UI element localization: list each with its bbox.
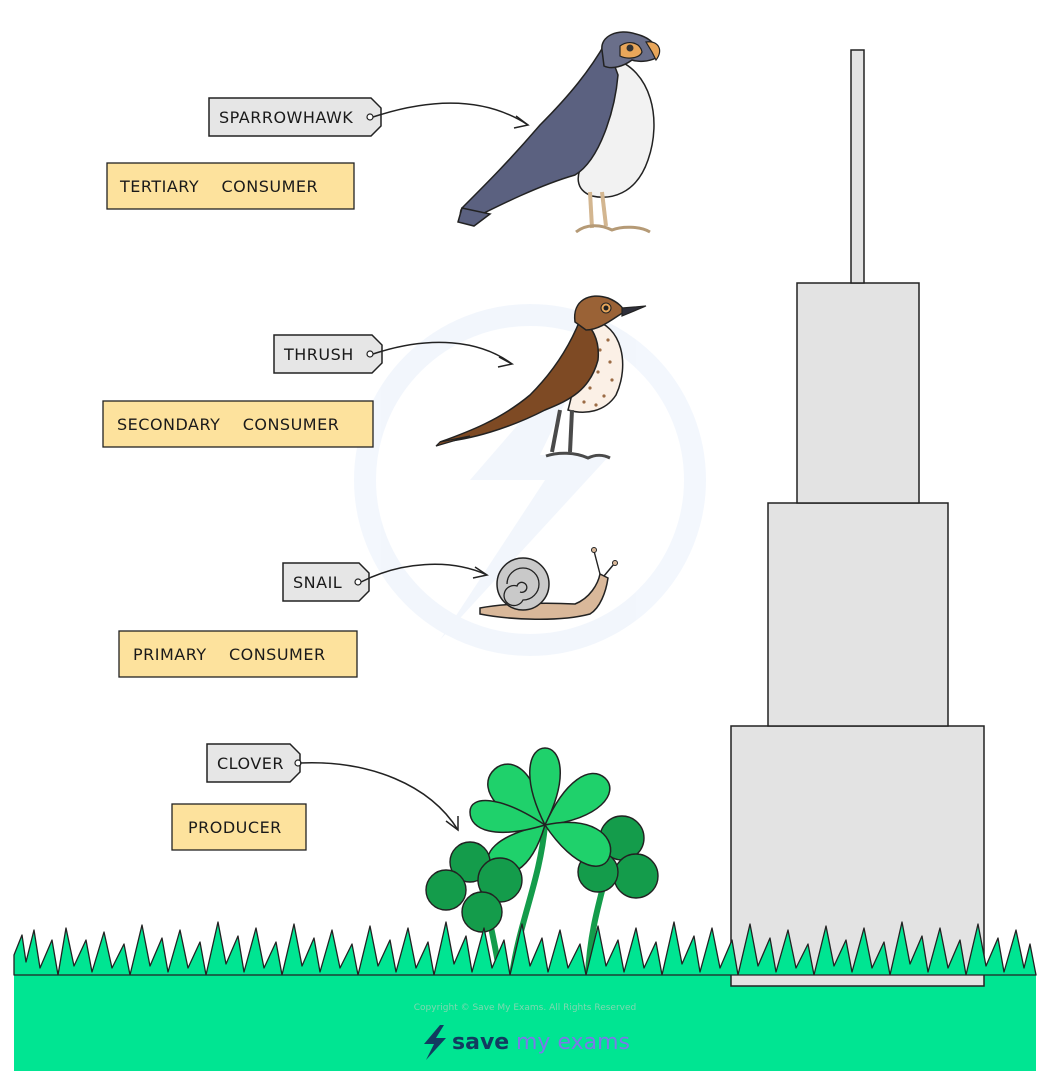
arrow-sparrowhawk <box>372 102 529 126</box>
grass-blades <box>13 921 1037 976</box>
arrow-thrush <box>372 341 513 365</box>
copyright-text: Copyright © Save My Exams. All Rights Re… <box>414 1003 636 1013</box>
role-producer: PRODUCER <box>171 803 307 851</box>
tag-sparrowhawk-label: SPARROWHAWK <box>219 108 353 127</box>
role-primary-label: PRIMARY CONSUMER <box>133 645 326 664</box>
role-primary: PRIMARY CONSUMER <box>118 630 358 678</box>
pyramid-level-tertiary <box>850 49 865 284</box>
role-tertiary: TERTIARY CONSUMER <box>106 162 355 210</box>
brand-name-save: save <box>452 1030 509 1055</box>
tag-thrush: THRUSH <box>273 334 383 374</box>
tag-snail-label: SNAIL <box>293 573 342 592</box>
snail-icon <box>479 547 618 621</box>
pyramid-of-numbers <box>730 49 985 987</box>
role-tertiary-label: TERTIARY CONSUMER <box>119 177 318 196</box>
tag-sparrowhawk: SPARROWHAWK <box>208 97 382 137</box>
role-producer-label: PRODUCER <box>188 818 282 837</box>
pyramid-level-secondary <box>796 282 920 504</box>
lightning-bolt-icon <box>424 1025 446 1060</box>
role-secondary-label: SECONDARY CONSUMER <box>117 415 339 434</box>
watermark-logo <box>354 304 706 656</box>
brand-name-myexams: my exams <box>516 1030 630 1055</box>
tag-thrush-label: THRUSH <box>283 345 354 364</box>
role-secondary: SECONDARY CONSUMER <box>102 400 374 448</box>
thrush-icon <box>435 295 647 460</box>
clover-icon <box>425 747 659 976</box>
arrow-snail <box>360 563 488 583</box>
pyramid-level-primary <box>767 502 949 727</box>
tag-clover: CLOVER <box>206 743 302 783</box>
sparrowhawk-icon <box>457 31 661 234</box>
tag-snail: SNAIL <box>282 562 370 602</box>
ground-band <box>14 975 1036 1071</box>
arrow-clover <box>299 762 459 831</box>
tag-clover-label: CLOVER <box>217 754 284 773</box>
brand-logo: save my exams <box>424 1025 630 1060</box>
